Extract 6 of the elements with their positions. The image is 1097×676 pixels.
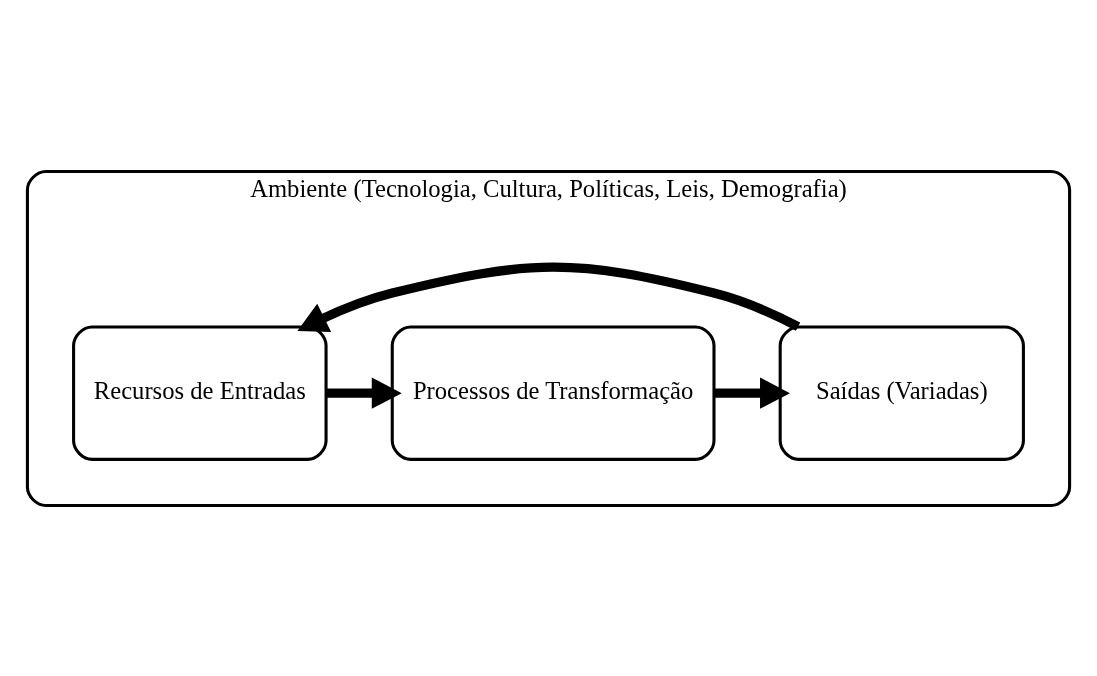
arrow	[326, 376, 402, 409]
node-box: Saídas (Variadas)	[778, 324, 1025, 461]
arrow	[714, 376, 790, 409]
node-box: Processos de Transformação	[390, 324, 716, 461]
node-box: Recursos de Entradas	[72, 324, 328, 461]
arrow	[297, 262, 801, 332]
